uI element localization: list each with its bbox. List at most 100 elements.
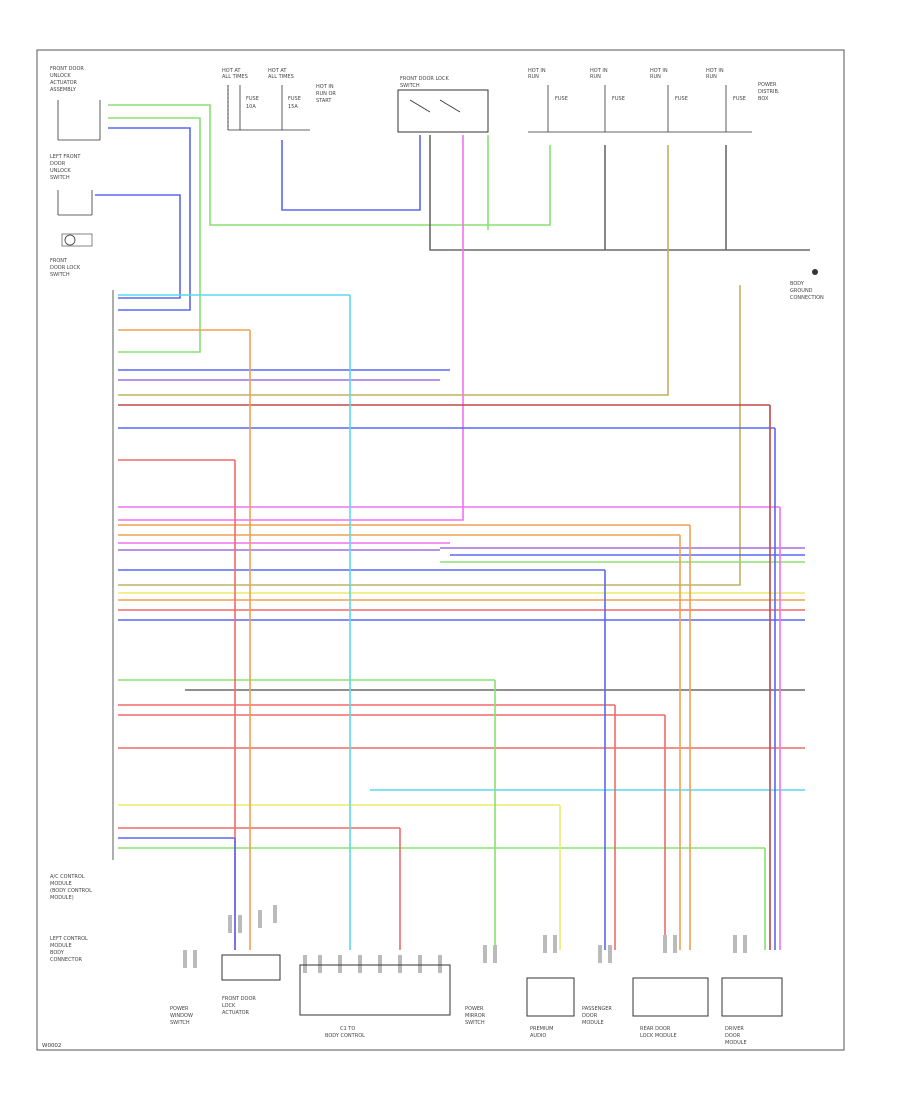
- svg-text:ACTUATOR: ACTUATOR: [222, 1010, 250, 1016]
- svg-text:HOT AT: HOT AT: [222, 68, 241, 74]
- connector-pin: [733, 935, 737, 953]
- wire-blue-fuse: [281, 135, 421, 211]
- svg-text:POWER: POWER: [758, 82, 777, 88]
- svg-text:HOT IN: HOT IN: [650, 68, 668, 74]
- svg-text:SWITCH: SWITCH: [170, 1020, 190, 1026]
- svg-text:C1 TO: C1 TO: [340, 1026, 355, 1032]
- svg-text:FUSE: FUSE: [246, 96, 259, 102]
- svg-text:GROUND: GROUND: [790, 288, 813, 294]
- svg-text:WINDOW: WINDOW: [170, 1013, 193, 1019]
- center-door-lock-switch: FRONT DOOR LOCK SWITCH: [397, 76, 489, 133]
- top-fuse-group-left: HOT AT ALL TIMES HOT AT ALL TIMES FUSE 1…: [222, 68, 336, 131]
- connector-pin: [398, 955, 402, 973]
- right-ground: BODY GROUND CONNECTION: [790, 269, 824, 301]
- svg-text:POWER: POWER: [465, 1006, 484, 1012]
- connector-pin: [318, 955, 322, 973]
- connector-pin: [608, 945, 612, 963]
- connector-pin: [483, 945, 487, 963]
- left-top-component-2: LEFT FRONT DOOR UNLOCK SWITCH FRONT DOOR…: [50, 154, 93, 278]
- svg-text:HOT IN: HOT IN: [316, 84, 334, 90]
- connector-pin: [378, 955, 382, 973]
- svg-text:AUDIO: AUDIO: [530, 1033, 546, 1039]
- connector-pin: [183, 950, 187, 968]
- svg-text:DISTRIB.: DISTRIB.: [758, 89, 780, 95]
- svg-text:A/C CONTROL: A/C CONTROL: [50, 874, 85, 880]
- svg-text:MODULE: MODULE: [582, 1020, 604, 1026]
- svg-text:DRIVER: DRIVER: [725, 1026, 744, 1032]
- svg-text:RUN OR: RUN OR: [316, 91, 336, 97]
- bottom-component-6: PASSENGER DOOR MODULE: [582, 1006, 612, 1026]
- bottom-component-2: FRONT DOOR LOCK ACTUATOR: [221, 954, 281, 1016]
- connector-pin: [418, 955, 422, 973]
- connector-pin: [663, 935, 667, 953]
- left-module-connector: A/C CONTROL MODULE (BODY CONTROL MODULE)…: [50, 290, 114, 963]
- svg-text:ASSEMBLY: ASSEMBLY: [50, 87, 77, 93]
- svg-text:RUN: RUN: [528, 74, 539, 80]
- svg-text:10A: 10A: [246, 104, 256, 110]
- connector-pin: [673, 935, 677, 953]
- wire-gray-ground: [429, 135, 810, 251]
- bottom-component-3: C1 TO BODY CONTROL: [299, 964, 451, 1039]
- bottom-component-4: POWER MIRROR SWITCH: [465, 1006, 486, 1026]
- svg-text:BODY: BODY: [790, 281, 805, 287]
- svg-text:UNLOCK: UNLOCK: [50, 73, 71, 79]
- left-top-component: FRONT DOOR UNLOCK ACTUATOR ASSEMBLY: [50, 66, 101, 141]
- svg-text:POWER: POWER: [170, 1006, 189, 1012]
- svg-text:DOOR LOCK: DOOR LOCK: [50, 265, 81, 271]
- svg-text:FUSE: FUSE: [612, 96, 625, 102]
- bottom-component-7: REAR DOOR LOCK MODULE: [632, 977, 709, 1039]
- svg-text:MODULE: MODULE: [50, 943, 72, 949]
- svg-text:HOT IN: HOT IN: [590, 68, 608, 74]
- bottom-component-5: PREMIUM AUDIO: [526, 977, 575, 1039]
- svg-text:LEFT CONTROL: LEFT CONTROL: [50, 936, 88, 942]
- connector-pin: [553, 935, 557, 953]
- connector-pin: [338, 955, 342, 973]
- wire-olive-right: [118, 285, 741, 586]
- svg-text:FRONT DOOR: FRONT DOOR: [50, 66, 84, 72]
- svg-text:UNLOCK: UNLOCK: [50, 168, 71, 174]
- top-fuse-group-right: HOT IN RUN HOT IN RUN HOT IN RUN HOT IN …: [528, 68, 780, 133]
- bottom-component-1: POWER WINDOW SWITCH: [170, 1006, 193, 1026]
- connector-pin: [258, 910, 262, 928]
- svg-text:HOT AT: HOT AT: [268, 68, 287, 74]
- svg-text:PASSENGER: PASSENGER: [582, 1006, 612, 1012]
- wire-blue-mid: [95, 194, 181, 299]
- svg-text:FUSE: FUSE: [675, 96, 688, 102]
- svg-text:DOOR: DOOR: [50, 161, 66, 167]
- svg-text:BODY CONTROL: BODY CONTROL: [325, 1033, 365, 1039]
- svg-text:REAR DOOR: REAR DOOR: [640, 1026, 671, 1032]
- svg-text:FRONT DOOR: FRONT DOOR: [222, 996, 256, 1002]
- svg-text:MODULE: MODULE: [725, 1040, 747, 1046]
- diagram-frame: [36, 49, 845, 1051]
- wire-magenta-switch: [118, 135, 464, 521]
- svg-text:CONNECTION: CONNECTION: [790, 295, 824, 301]
- svg-text:FUSE: FUSE: [288, 96, 301, 102]
- svg-text:START: START: [316, 98, 332, 104]
- svg-text:(BODY CONTROL: (BODY CONTROL: [50, 888, 92, 894]
- connector-pin: [358, 955, 362, 973]
- connector-pin: [193, 950, 197, 968]
- wire-green-top-2: [108, 117, 201, 353]
- connector-pin: [228, 915, 232, 933]
- wire-green-top-1: [108, 104, 551, 226]
- svg-text:SWITCH: SWITCH: [465, 1020, 485, 1026]
- svg-text:SWITCH: SWITCH: [400, 83, 420, 89]
- svg-text:ALL TIMES: ALL TIMES: [222, 74, 248, 80]
- wire-layer: [95, 104, 810, 973]
- svg-text:ALL TIMES: ALL TIMES: [268, 74, 294, 80]
- connector-pin: [238, 915, 242, 933]
- connector-pin: [273, 905, 277, 923]
- wire-olive-fuse3: [118, 145, 669, 396]
- svg-text:HOT IN: HOT IN: [706, 68, 724, 74]
- svg-text:MODULE): MODULE): [50, 895, 74, 901]
- svg-text:FUSE: FUSE: [555, 96, 568, 102]
- footer-code: W0002: [42, 1043, 61, 1049]
- svg-text:SWITCH: SWITCH: [50, 175, 70, 181]
- svg-text:LOCK: LOCK: [222, 1003, 236, 1009]
- svg-text:FUSE: FUSE: [733, 96, 746, 102]
- svg-text:HOT IN: HOT IN: [528, 68, 546, 74]
- svg-text:ACTUATOR: ACTUATOR: [50, 80, 78, 86]
- svg-text:RUN: RUN: [650, 74, 661, 80]
- svg-text:SWITCH: SWITCH: [50, 272, 70, 278]
